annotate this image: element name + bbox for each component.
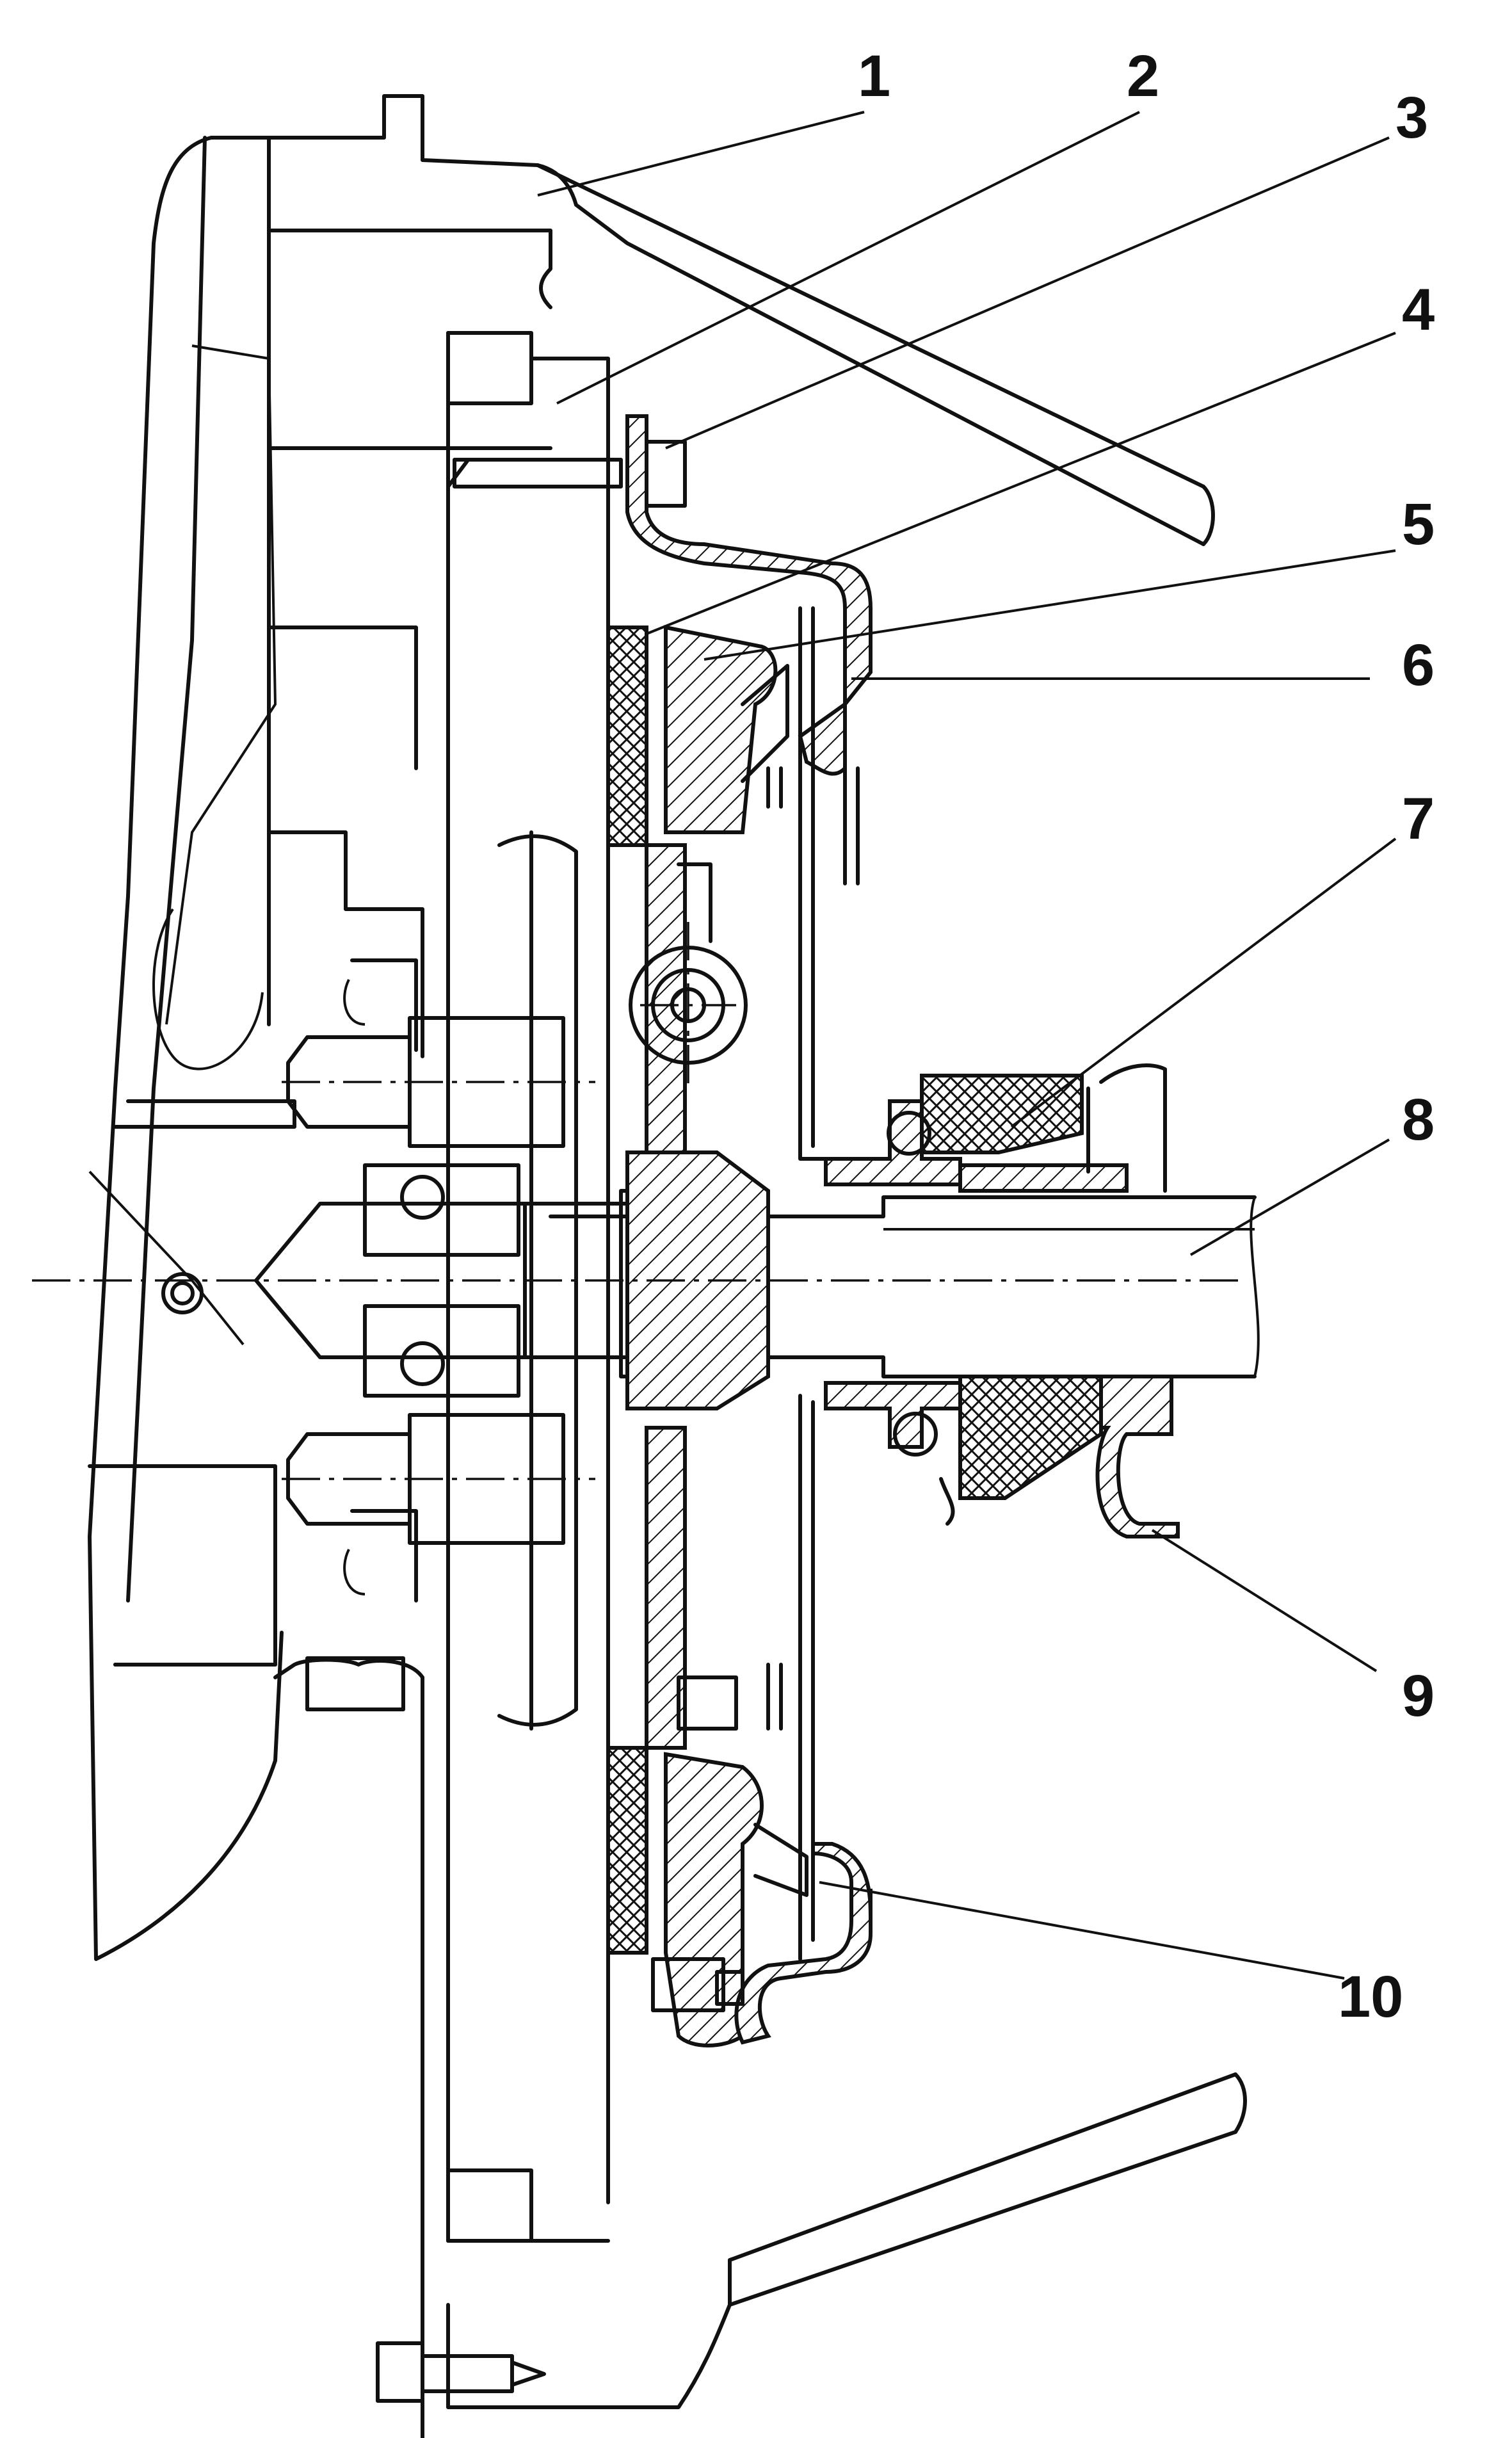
callout-10: 10 [1338,1964,1403,2030]
callout-4: 4 [1402,277,1435,343]
bellhousing-lower [273,485,1247,2438]
callout-labels: 1 2 3 4 5 6 7 8 9 10 [858,44,1435,2030]
callout-7: 7 [1402,786,1435,852]
cover-bolts [453,440,744,2012]
callout-5: 5 [1402,492,1435,557]
flywheel [446,331,610,2243]
callout-3: 3 [1395,85,1428,150]
callout-9: 9 [1402,1663,1435,1729]
callout-8: 8 [1402,1087,1435,1152]
engine-housing [88,94,1205,1961]
center-lines [32,922,1242,1480]
callout-6: 6 [1402,633,1435,698]
release-bearing [824,1063,1180,1538]
callout-2: 2 [1127,44,1159,109]
leader-lines [537,111,1397,1980]
callout-1: 1 [858,44,890,109]
